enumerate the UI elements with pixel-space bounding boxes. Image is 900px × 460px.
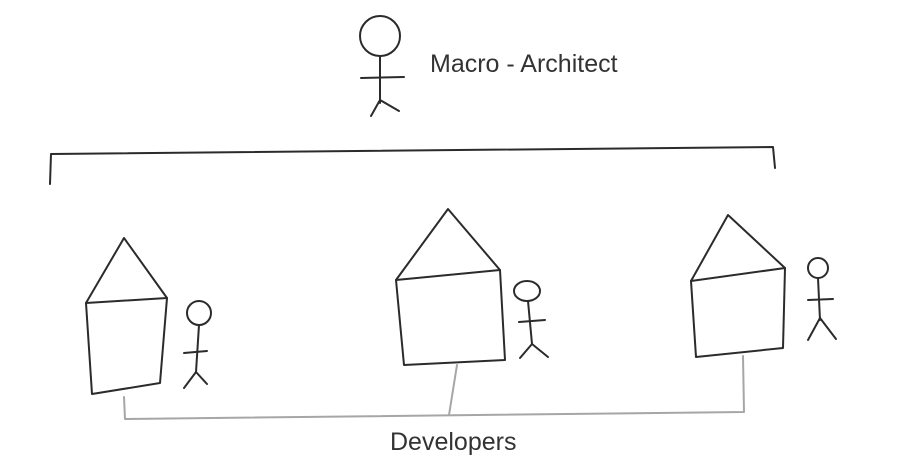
house-1-roof bbox=[85, 237, 168, 304]
developers-connector bbox=[123, 355, 745, 420]
house-2 bbox=[395, 208, 506, 366]
developer-2-legs bbox=[519, 343, 549, 359]
developer-1-stick-figure bbox=[183, 300, 212, 389]
house-2-wall bbox=[395, 269, 506, 366]
developer-2-head bbox=[513, 280, 541, 302]
house-1 bbox=[85, 237, 168, 395]
architect-head bbox=[359, 15, 401, 57]
developer-2-body bbox=[527, 300, 533, 345]
developer-1-legs bbox=[183, 371, 208, 389]
oversight-bracket bbox=[49, 146, 776, 185]
house-3 bbox=[690, 214, 786, 358]
architect-arms bbox=[360, 76, 405, 79]
house-3-roof bbox=[690, 214, 786, 282]
developer-1-head bbox=[186, 300, 212, 326]
architect-legs bbox=[370, 99, 400, 117]
connector-baseline bbox=[123, 355, 745, 420]
developer-3-legs bbox=[807, 317, 837, 341]
developer-2-stick-figure bbox=[513, 280, 549, 359]
architect-label: Macro - Architect bbox=[430, 50, 618, 78]
developer-3-arms bbox=[807, 298, 834, 301]
connector-middle bbox=[448, 364, 458, 416]
developers-label: Developers bbox=[390, 428, 517, 456]
developer-1-body bbox=[195, 324, 200, 373]
developer-2-arms bbox=[518, 319, 546, 323]
architect-stick-figure bbox=[359, 15, 405, 117]
developer-3-head bbox=[807, 257, 829, 279]
developer-1-arms bbox=[183, 350, 208, 354]
developer-3-stick-figure bbox=[807, 257, 837, 341]
house-3-wall bbox=[690, 267, 786, 358]
house-1-wall bbox=[85, 297, 168, 395]
house-2-roof bbox=[395, 208, 501, 281]
